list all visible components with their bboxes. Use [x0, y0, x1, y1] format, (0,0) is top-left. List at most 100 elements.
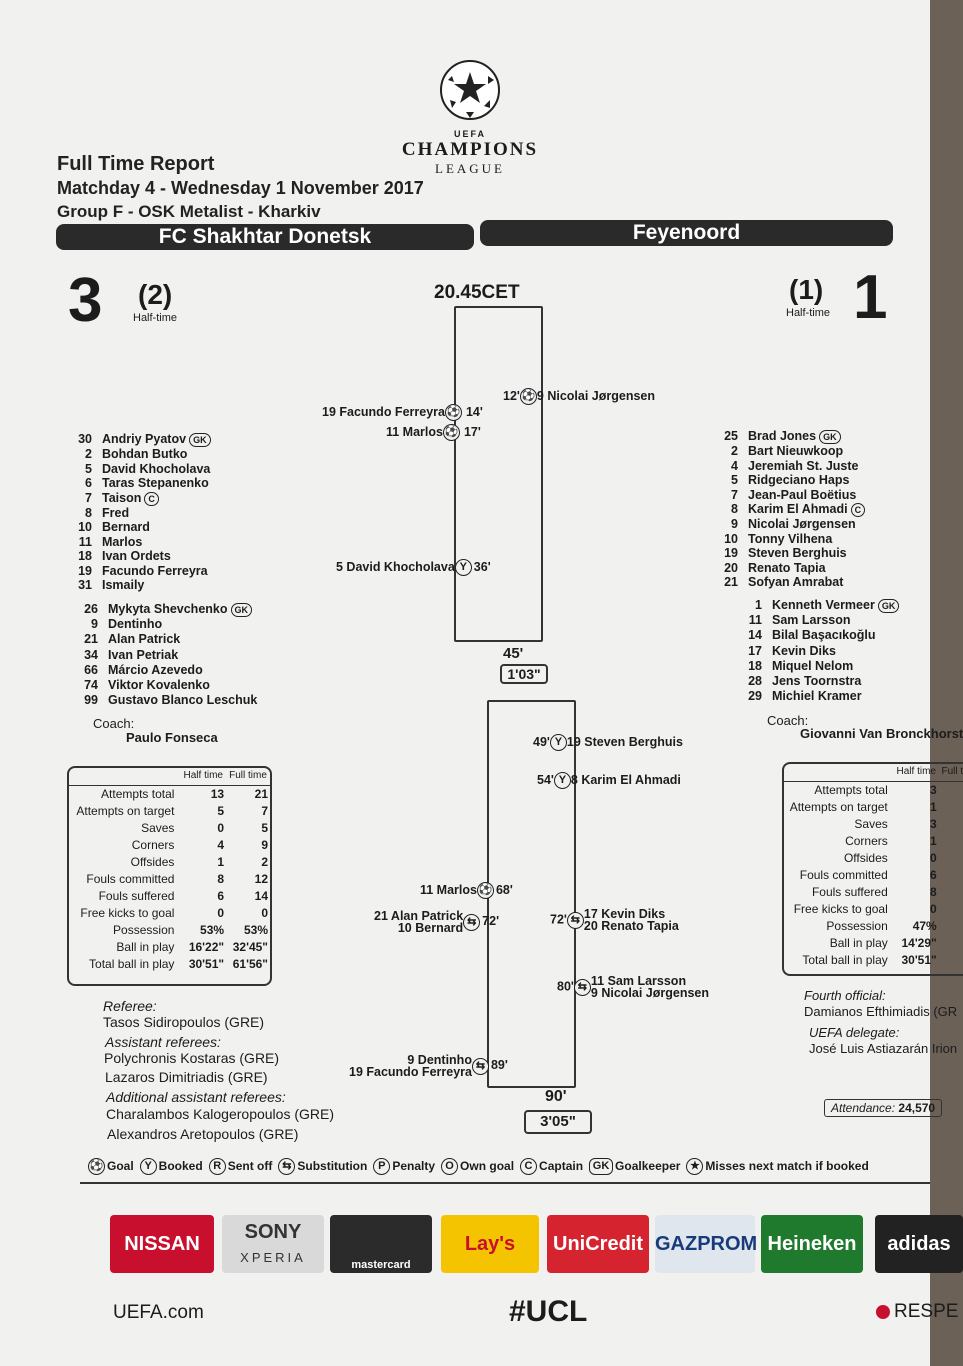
player-name: Ivan Petriak [108, 647, 179, 662]
stat-half: 0 [930, 850, 937, 865]
stat-half: 0 [930, 901, 937, 916]
stat-label: Saves [141, 820, 175, 835]
stat-half: 4 [217, 837, 225, 852]
player-name: Michiel Kramer [772, 689, 862, 704]
sponsor-unicredit: UniCredit [547, 1215, 649, 1273]
player-name: Karim El Ahmadi [748, 502, 848, 516]
stat-label: Offsides [130, 854, 175, 869]
assistant-referees-label: Assistant referees: [105, 1034, 221, 1050]
away-ht-label: Half-time [786, 307, 831, 319]
player-number: 10 [724, 531, 738, 546]
player-number: 7 [731, 487, 738, 502]
first-half-end: 45' [503, 645, 524, 662]
additional-referee-1: Charalambos Kalogeropoulos (GRE) [106, 1106, 334, 1122]
goalkeeper-icon: GK [230, 603, 252, 617]
referee-name: Tasos Sidiropoulos (GRE) [103, 1014, 265, 1030]
substitution-icon: ⇆ [463, 913, 481, 931]
full-time-column: Full time [229, 770, 267, 782]
player-name: Bernard [102, 520, 150, 534]
stat-label: Free kicks to goal [793, 901, 888, 916]
player-number: 74 [84, 678, 98, 693]
player-number: 5 [731, 473, 738, 487]
stat-half: 0 [217, 820, 225, 835]
player-number: 11 [748, 613, 762, 628]
stat-label: Saves [854, 816, 888, 831]
player-number: 9 [731, 517, 738, 531]
stat-half: 1 [217, 854, 225, 869]
legend-misses-icon: ★ [686, 1158, 704, 1175]
footer-respect: RESPE [876, 1301, 958, 1323]
player-number: 5 [85, 461, 92, 476]
matchday-line: Matchday 4 - Wednesday 1 November 2017 [57, 178, 424, 198]
legend-booked-icon: Y [139, 1158, 157, 1175]
stat-full [939, 917, 963, 934]
legend-label: Booked [158, 1158, 203, 1173]
player-name: Taison [102, 490, 142, 505]
stat-half: 6 [217, 888, 225, 903]
sponsor-mastercard: mastercard [330, 1215, 432, 1273]
substitution-icon: ⇆ [471, 1057, 489, 1075]
logo-champions: CHAMPIONS [401, 139, 539, 160]
legend-penalty-icon: P [373, 1158, 391, 1175]
report-title: Full Time Report [57, 153, 215, 175]
stat-label: Offsides [843, 850, 888, 865]
second-half-added: 3'05" [524, 1110, 592, 1134]
stat-label: Ball in play [116, 939, 175, 954]
sponsor-name: NISSAN [124, 1233, 200, 1255]
player-number: 25 [724, 429, 738, 443]
legend-captain-icon: C [520, 1158, 538, 1175]
stat-half: 8 [217, 871, 225, 886]
home-score: 3 [68, 266, 103, 335]
fourth-official-name: Damianos Efthimiadis (GR [804, 1004, 958, 1019]
second-half-end: 90' [545, 1088, 567, 1105]
legend-label: Goal [107, 1158, 134, 1173]
home-team-bar: FC Shakhtar Donetsk [56, 224, 474, 250]
player-name: Kevin Diks [772, 643, 836, 658]
stat-label: Attempts total [101, 786, 175, 801]
player-name: Bilal Başacıkoğlu [772, 628, 876, 643]
player-name: Ivan Ordets [102, 549, 171, 563]
stat-label: Fouls suffered [98, 888, 175, 903]
attendance-box: Attendance: 24,570 [824, 1099, 943, 1117]
legend-label: Captain [539, 1158, 584, 1173]
home-event-goal-68: 11 Marlos⚽68' [420, 882, 513, 899]
stats-row: Offsides 0 [784, 849, 963, 866]
player-name: Facundo Ferreyra [102, 563, 208, 578]
sponsor-name: mastercard [351, 1259, 411, 1271]
legend-label: Substitution [297, 1158, 368, 1173]
stat-half: 1 [930, 799, 937, 814]
stat-full [939, 883, 963, 900]
player-name: Márcio Azevedo [108, 662, 203, 677]
legend-item: ⚽Goal [88, 1158, 134, 1175]
sponsor-name: GAZPROM [655, 1233, 758, 1255]
sponsor-gazprom: GAZPROM [655, 1215, 758, 1273]
player-number: 19 [724, 546, 738, 560]
stat-label: Attempts on target [76, 803, 175, 818]
player-number: 10 [78, 520, 92, 534]
